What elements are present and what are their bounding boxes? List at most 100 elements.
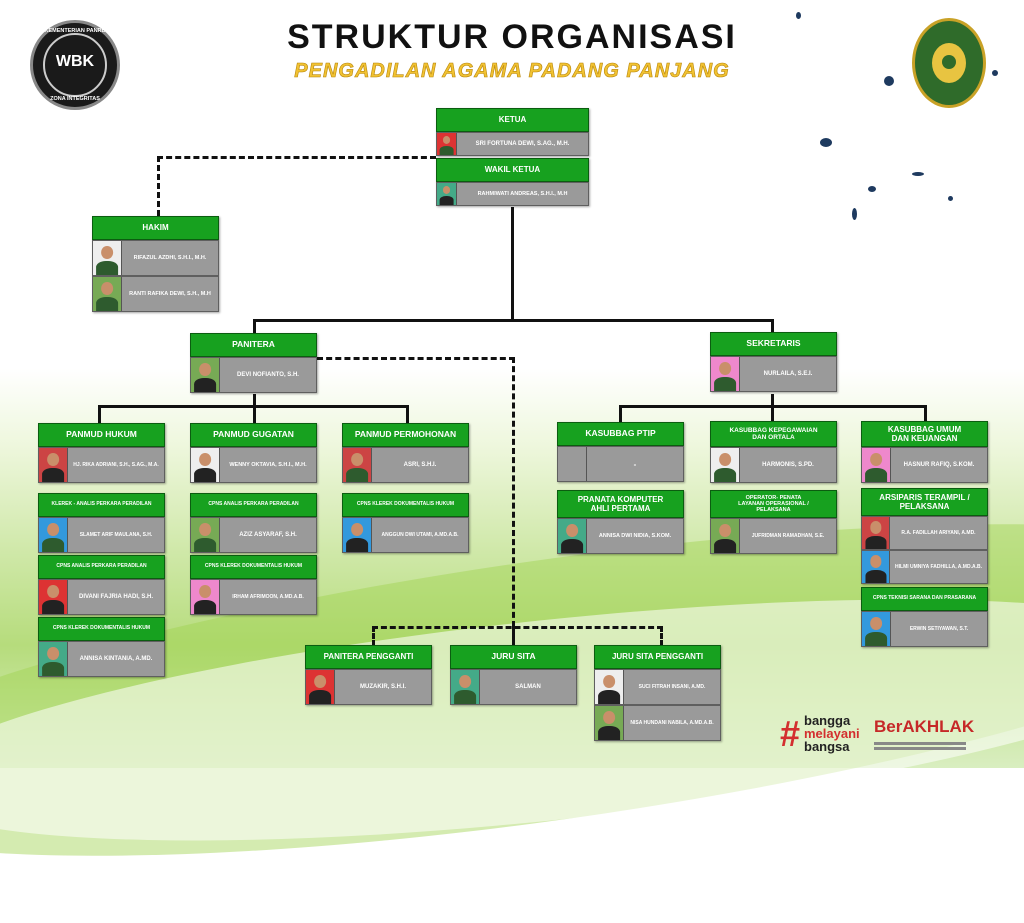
connector-line <box>511 207 514 321</box>
dashed-connector <box>372 626 375 646</box>
org-box-title: PANMUD HUKUM <box>38 423 165 447</box>
member-photo <box>595 706 624 740</box>
member-row: SUCI FITRAH INSANI, A.MD. <box>594 669 721 705</box>
member-name: NURLAILA, S.E.I. <box>763 371 813 377</box>
org-box-title: JURU SITA PENGGANTI <box>594 645 721 669</box>
member-row: DEVI NOFIANTO, S.H. <box>190 357 317 393</box>
org-box-title: CPNS ANALIS PERKARA PERADILAN <box>38 555 165 579</box>
ink-splash <box>868 186 876 192</box>
member-row: JUFRIDMAN RAMADHAN, S.E. <box>710 518 837 554</box>
bangga-line-1: bangga <box>804 713 851 728</box>
page-title: STRUKTUR ORGANISASI <box>287 18 737 56</box>
org-box-title: HAKIM <box>92 216 219 240</box>
org-box-title: JURU SITA <box>450 645 577 669</box>
connector-line <box>253 394 256 408</box>
member-photo <box>343 518 372 552</box>
member-photo <box>595 670 624 704</box>
ink-splash <box>912 172 924 176</box>
member-row: ANNISA KINTANIA, A.MD. <box>38 641 165 677</box>
org-box-title: CPNS TEKNISI SARANA DAN PRASARANA <box>861 587 988 611</box>
member-photo <box>191 358 220 392</box>
dashed-connector <box>660 626 663 646</box>
ink-splash <box>948 196 953 201</box>
member-name: AZIZ ASYARAF, S.H. <box>239 532 297 538</box>
member-row: ANNISA DWI NIDIA, S.KOM. <box>557 518 684 554</box>
org-box-klerek-hukum: KLEREK - ANALIS PERKARA PERADILAN SLAMET … <box>38 493 165 553</box>
member-name: HARMONIS, S.PD. <box>762 462 814 468</box>
org-box-title: KLEREK - ANALIS PERKARA PERADILAN <box>38 493 165 517</box>
member-name: RANTI RAFIKA DEWI, S.H., M.H <box>129 291 211 297</box>
member-photo <box>93 277 122 311</box>
member-name: IRHAM AFRIMOON, A.MD.A.B. <box>232 594 304 600</box>
member-photo <box>191 580 220 614</box>
bangga-melayani-logo: # bangga melayani bangsa <box>780 714 870 756</box>
org-box-title: CPNS KLEREK DOKUMENTALIS HUKUM <box>190 555 317 579</box>
member-name: ASRI, S.H.I. <box>403 462 437 468</box>
member-row: AZIZ ASYARAF, S.H. <box>190 517 317 553</box>
member-photo <box>343 448 372 482</box>
member-name: HASNUR RAFIQ, S.KOM. <box>903 462 975 468</box>
empty-photo <box>558 447 587 481</box>
member-name: MUZAKIR, S.H.I. <box>360 684 406 690</box>
org-box-pranata: PRANATA KOMPUTER AHLI PERTAMA ANNISA DWI … <box>557 490 684 554</box>
member-name: ANGGUN DWI UTAMI, A.MD.A.B. <box>381 532 459 538</box>
member-photo <box>862 517 890 549</box>
member-row: NURLAILA, S.E.I. <box>710 356 837 392</box>
connector-line <box>253 405 256 423</box>
org-box-panitera-pengganti: PANITERA PENGGANTI MUZAKIR, S.H.I. <box>305 645 432 705</box>
org-box-title: KASUBBAG UMUM DAN KEUANGAN <box>861 421 988 447</box>
member-photo <box>93 241 122 275</box>
member-row: RAHMIWATI ANDREAS, S.H.I., M.H <box>436 182 589 206</box>
dashed-connector <box>317 357 515 360</box>
dashed-connector <box>157 156 436 159</box>
org-box-title: WAKIL KETUA <box>436 158 589 182</box>
connector-line <box>512 626 515 646</box>
org-box-cpns-gugatan-2: CPNS KLEREK DOKUMENTALIS HUKUM IRHAM AFRI… <box>190 555 317 615</box>
org-box-title: KASUBBAG PTIP <box>557 422 684 446</box>
member-row: ASRI, S.H.I. <box>342 447 469 483</box>
bangga-line-3: bangsa <box>804 739 850 754</box>
ink-splash <box>884 76 894 86</box>
org-box-kasubbag-umum: KASUBBAG UMUM DAN KEUANGAN HASNUR RAFIQ, … <box>861 421 988 483</box>
org-box-title: PRANATA KOMPUTER AHLI PERTAMA <box>557 490 684 518</box>
ink-splash <box>852 208 857 220</box>
org-box-title: PANITERA PENGGANTI <box>305 645 432 669</box>
org-box-title: OPERATOR- PENATA LAYANAN OPERASIONAL / P… <box>710 490 837 518</box>
berakhlak-tagline-bar <box>874 747 966 750</box>
wbk-logo-text-bottom: ZONA INTEGRITAS <box>50 96 100 102</box>
org-box-title: KETUA <box>436 108 589 132</box>
member-photo <box>862 551 890 583</box>
member-name: - <box>633 459 637 469</box>
berakhlak-logo: BerAKHLAK <box>874 716 984 752</box>
dashed-connector <box>157 156 160 216</box>
member-name: DIVANI FAJRIA HADI, S.H. <box>78 594 153 600</box>
member-photo <box>191 448 220 482</box>
member-name: SLAMET ARIF MAULANA, S.H. <box>79 532 153 538</box>
berakhlak-tagline-bar <box>874 742 966 745</box>
org-box-title: PANMUD PERMOHONAN <box>342 423 469 447</box>
member-name: R.A. FADILLAH ARIYANI, A.MD. <box>901 530 976 536</box>
connector-line <box>771 405 774 422</box>
connector-line <box>253 319 256 333</box>
ink-splash <box>992 70 998 76</box>
member-photo <box>306 670 335 704</box>
page-subtitle: PENGADILAN AGAMA PADANG PANJANG <box>294 60 730 83</box>
member-row: DIVANI FAJRIA HADI, S.H. <box>38 579 165 615</box>
wbk-logo: KEMENTERIAN PANRB WBK ZONA INTEGRITAS <box>30 20 120 110</box>
member-row: SRI FORTUNA DEWI, S.AG., M.H. <box>436 132 589 156</box>
dashed-connector <box>372 626 663 629</box>
connector-line <box>771 319 774 333</box>
member-row: RANTI RAFIKA DEWI, S.H., M.H <box>92 276 219 312</box>
member-name: ANNISA DWI NIDIA, S.KOM. <box>598 533 672 539</box>
org-box-title: CPNS KLEREK DOKUMENTALIS HUKUM <box>38 617 165 641</box>
